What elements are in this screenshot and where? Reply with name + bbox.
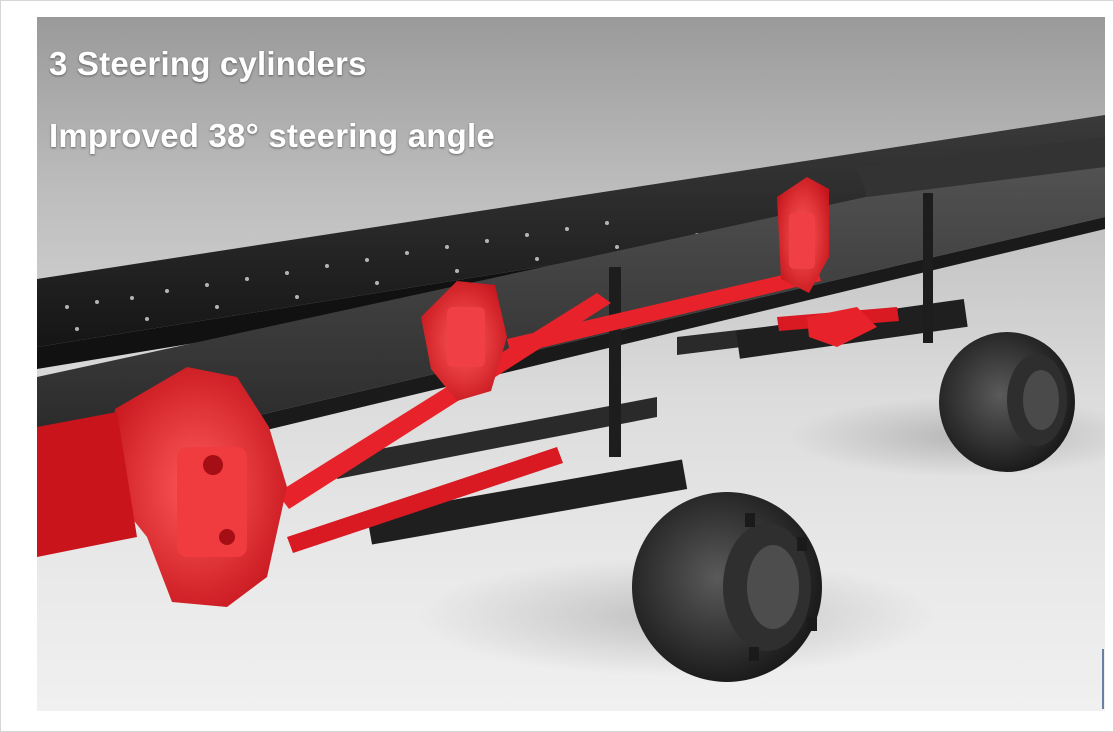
steering-gear-box xyxy=(37,367,287,607)
steering-chassis-illustration xyxy=(37,115,1105,682)
drag-link-2 xyxy=(287,447,563,553)
frame-rail-near xyxy=(37,145,1105,467)
steering-cylinder-2 xyxy=(421,281,507,401)
chassis-photo: 3 Steering cylinders Improved 38° steeri… xyxy=(37,17,1105,711)
drag-link-3 xyxy=(507,267,821,355)
text-cursor-mark xyxy=(1102,649,1104,709)
frame-rail-far xyxy=(37,115,1105,347)
caption-steering-cylinders: 3 Steering cylinders xyxy=(49,45,367,82)
caption-steering-angle: Improved 38° steering angle xyxy=(49,117,495,154)
steering-cylinder-3 xyxy=(777,177,829,293)
